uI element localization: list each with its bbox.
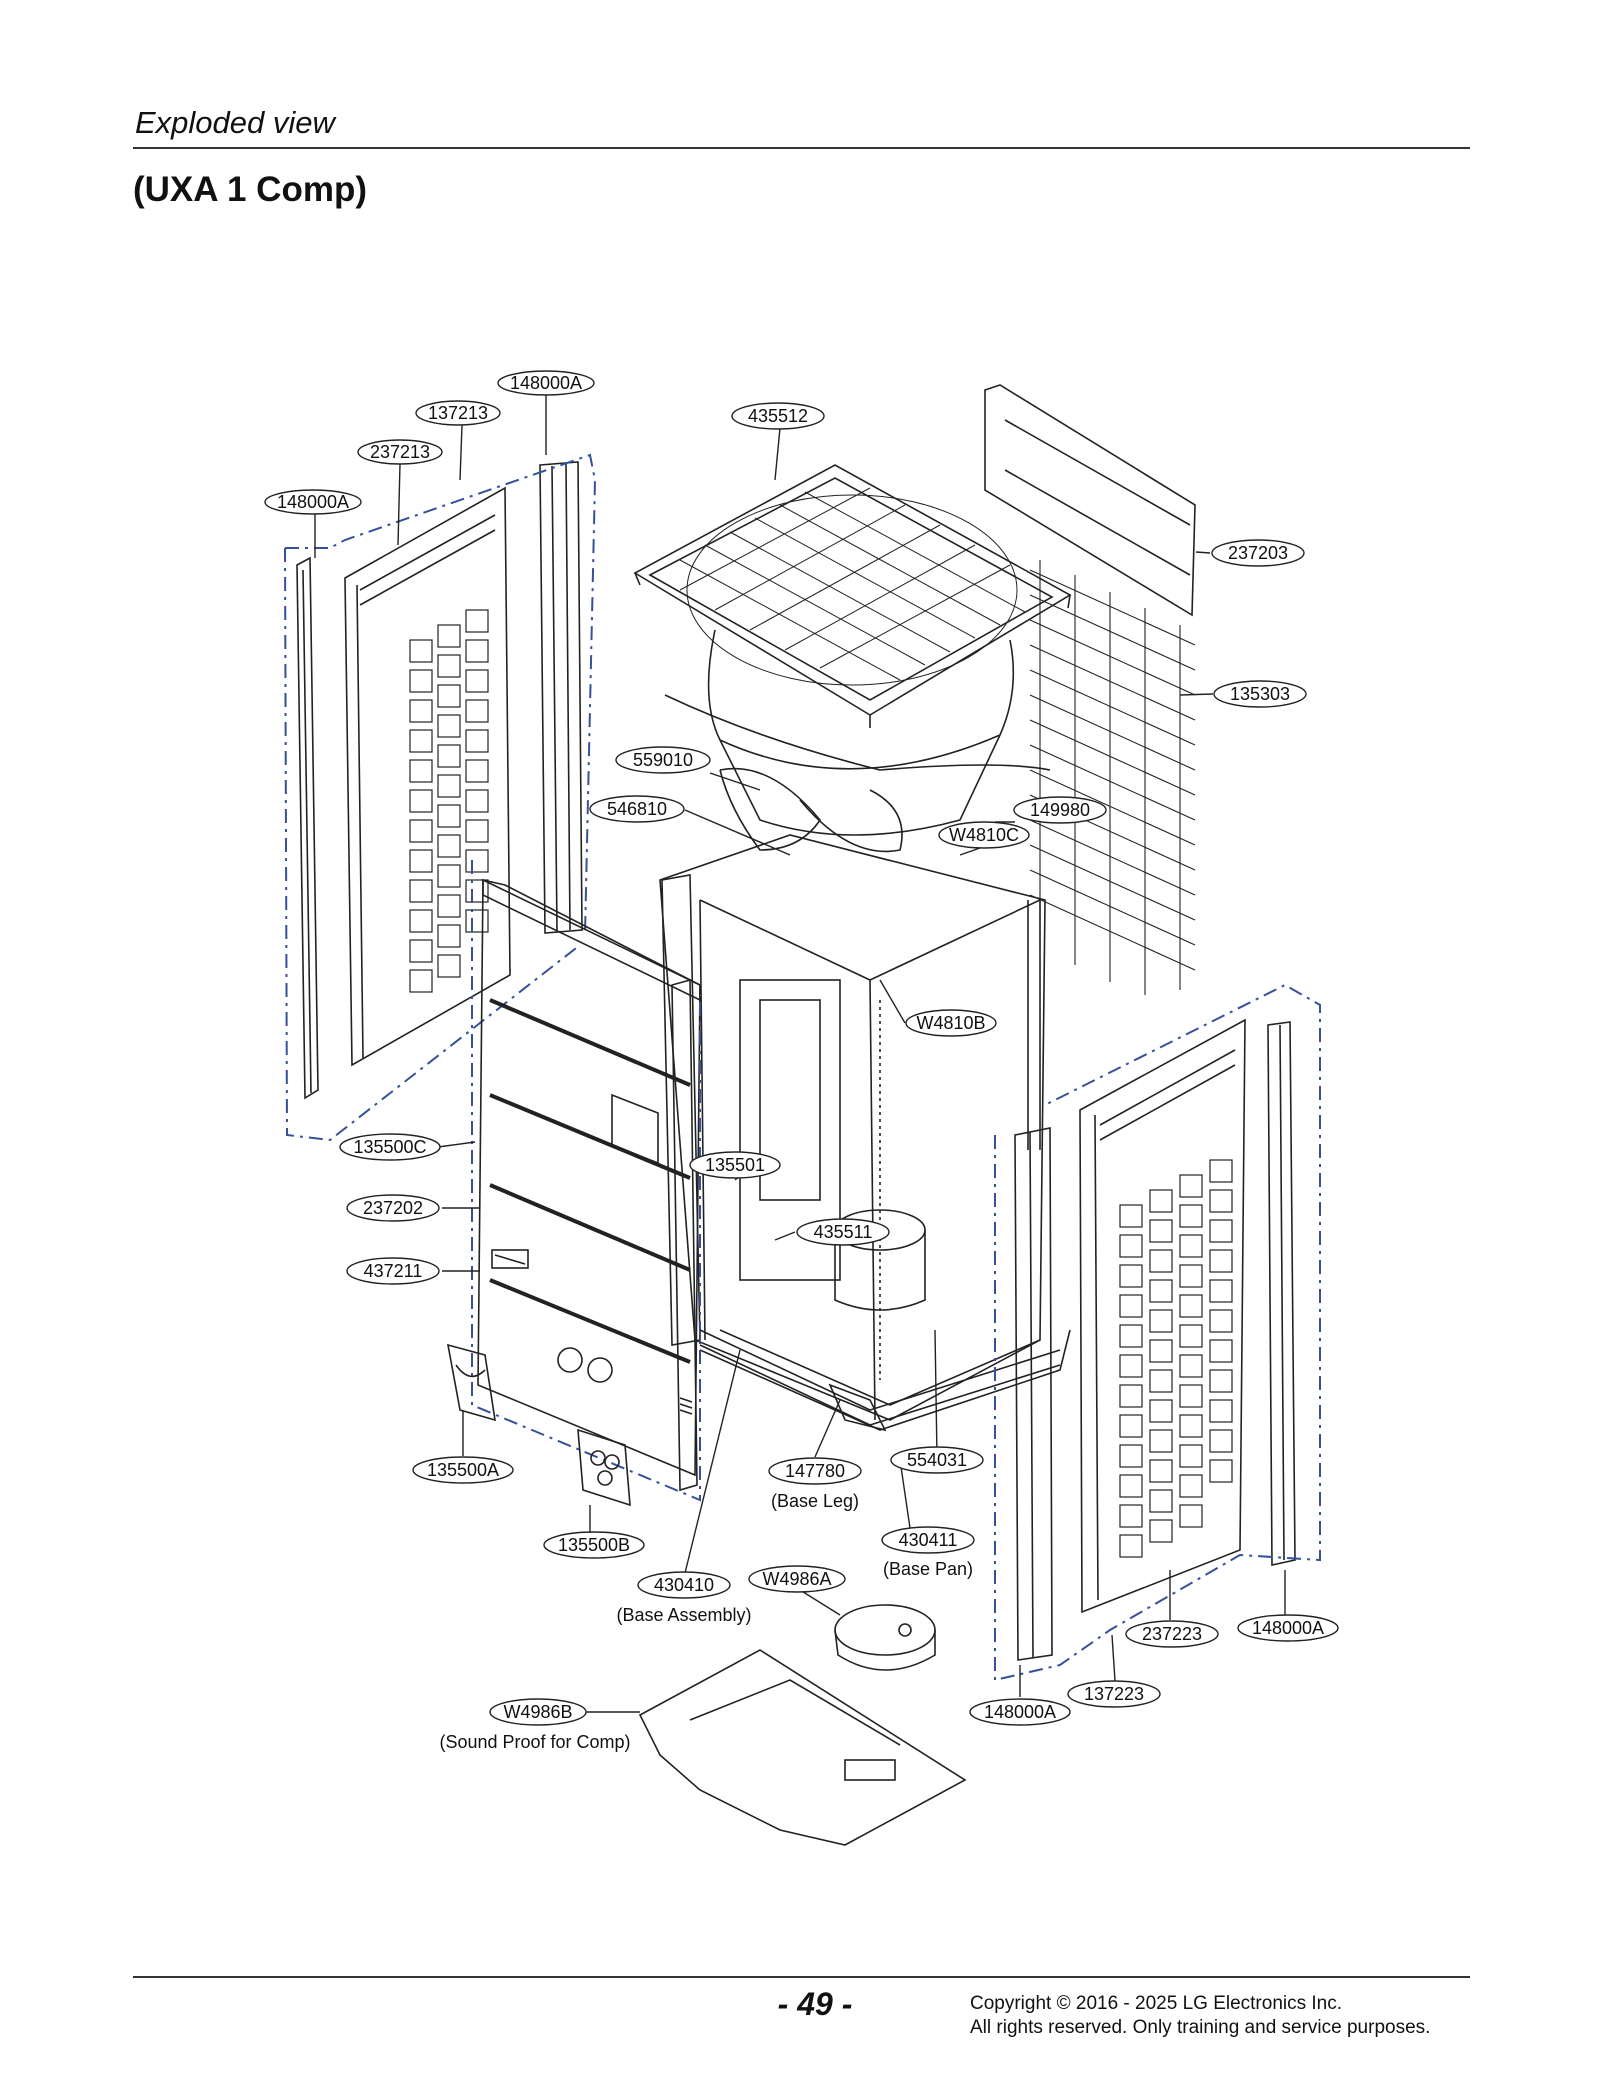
right-front-post <box>1014 1127 1053 1661</box>
callout-W4810C: W4810C <box>938 821 1030 849</box>
right-group-boundary <box>994 983 1321 1682</box>
part-label: 135500C <box>353 1137 426 1157</box>
part-label: 147780 <box>785 1461 845 1481</box>
callout-237223: 237223 <box>1125 1620 1219 1648</box>
callout-135303: 135303 <box>1213 680 1307 708</box>
callout-149980: 149980 <box>1013 796 1107 824</box>
rear-wire-guard <box>1029 560 1196 995</box>
page-number: - 49 - <box>777 1986 853 2022</box>
fan-propeller <box>719 767 903 853</box>
front-group-boundary <box>471 860 701 1502</box>
part-caption: (Base Leg) <box>771 1491 859 1511</box>
rear-top-panel <box>984 384 1196 617</box>
callout-559010: 559010 <box>615 746 711 774</box>
header-rule <box>133 147 1470 149</box>
part-label: 435511 <box>814 1222 873 1242</box>
callout-546810: 546810 <box>589 795 685 823</box>
sound-proof-sheet <box>638 1649 967 1846</box>
part-label: 237213 <box>370 442 430 462</box>
left-side-panel <box>344 486 511 1067</box>
part-label: W4986B <box>503 1702 572 1722</box>
part-label: 430410 <box>654 1575 714 1595</box>
callout-137213: 137213 <box>415 400 501 426</box>
callout-W4810B: W4810B <box>905 1009 997 1037</box>
diagram-subtitle: (UXA 1 Comp) <box>133 170 367 209</box>
callout-554031: 554031 <box>890 1446 984 1474</box>
callout-135500C: 135500C <box>339 1133 441 1161</box>
right-side-panel <box>1079 1018 1246 1614</box>
callout-148000A-left: 148000A <box>264 489 362 515</box>
service-cover-b <box>577 1428 631 1507</box>
callout-135500A: 135500A <box>412 1456 514 1484</box>
callout-137223: 137223 <box>1067 1680 1161 1708</box>
part-label: 148000A <box>1252 1618 1324 1638</box>
part-label: 430411 <box>899 1530 958 1550</box>
callout-148000A-top: 148000A <box>497 370 595 396</box>
left-corner-post <box>296 556 319 1100</box>
base-assembly <box>699 1329 1061 1432</box>
callout-147780: 147780 (Base Leg) <box>768 1457 862 1511</box>
part-label: W4986A <box>762 1569 831 1589</box>
leader-lines <box>314 394 1286 1713</box>
service-cover-a <box>446 1343 496 1422</box>
part-label: 135303 <box>1230 684 1290 704</box>
support-pole <box>1027 900 1041 1150</box>
footer-rule <box>133 1976 1470 1978</box>
part-caption: (Base Pan) <box>883 1559 973 1579</box>
part-caption: (Base Assembly) <box>616 1605 751 1625</box>
callout-237213: 237213 <box>357 439 443 465</box>
callout-148000A-bottom: 148000A <box>969 1698 1071 1726</box>
part-label: 435512 <box>748 406 808 426</box>
front-panel <box>477 878 701 1477</box>
callout-430411: 430411 (Base Pan) <box>881 1526 975 1579</box>
part-label: W4810C <box>949 825 1019 845</box>
part-label: 237202 <box>363 1198 423 1218</box>
compressor-cover-top <box>834 1604 936 1671</box>
part-label: 148000A <box>510 373 582 393</box>
callout-135501: 135501 <box>689 1151 781 1179</box>
right-rear-post <box>1267 1021 1296 1566</box>
left-rear-post <box>539 461 583 934</box>
callout-237202: 237202 <box>346 1194 440 1222</box>
callout-435512: 435512 <box>731 402 825 430</box>
part-label: 135500A <box>427 1460 499 1480</box>
part-label: 135501 <box>705 1155 765 1175</box>
callout-437211: 437211 <box>346 1257 440 1285</box>
part-label: 546810 <box>607 799 667 819</box>
callout-237203: 237203 <box>1211 539 1305 567</box>
callout-430410: 430410 (Base Assembly) <box>616 1571 752 1625</box>
part-label: 135500B <box>558 1535 630 1555</box>
part-label: 137223 <box>1084 1684 1144 1704</box>
part-label: 148000A <box>984 1702 1056 1722</box>
callout-W4986B: W4986B (Sound Proof for Comp) <box>439 1698 631 1752</box>
fan-shroud <box>664 629 1051 836</box>
callout-148000A-right: 148000A <box>1237 1614 1339 1642</box>
chassis-left-post <box>661 874 701 1346</box>
front-right-post <box>671 978 698 1492</box>
part-label: 437211 <box>364 1261 423 1281</box>
copyright-line-1: Copyright © 2016 - 2025 LG Electronics I… <box>970 1993 1343 2014</box>
part-label: W4810B <box>916 1013 985 1033</box>
callout-435511: 435511 <box>796 1218 890 1246</box>
part-label: 137213 <box>428 403 488 423</box>
copyright-line-2: All rights reserved. Only training and s… <box>970 2017 1431 2038</box>
part-label: 559010 <box>633 750 693 770</box>
copyright-notice: Copyright © 2016 - 2025 LG Electronics I… <box>970 1992 1430 2040</box>
section-title: Exploded view <box>135 105 335 140</box>
fan-guard-grille <box>633 464 1072 728</box>
part-label: 149980 <box>1030 800 1090 820</box>
part-label: 554031 <box>907 1450 967 1470</box>
part-caption: (Sound Proof for Comp) <box>439 1732 630 1752</box>
part-label: 237223 <box>1142 1624 1202 1644</box>
callout-W4986A: W4986A <box>748 1565 846 1593</box>
left-group-boundary <box>284 453 597 1142</box>
part-label: 148000A <box>277 492 349 512</box>
part-label: 237203 <box>1228 543 1288 563</box>
callout-135500B: 135500B <box>543 1531 645 1559</box>
